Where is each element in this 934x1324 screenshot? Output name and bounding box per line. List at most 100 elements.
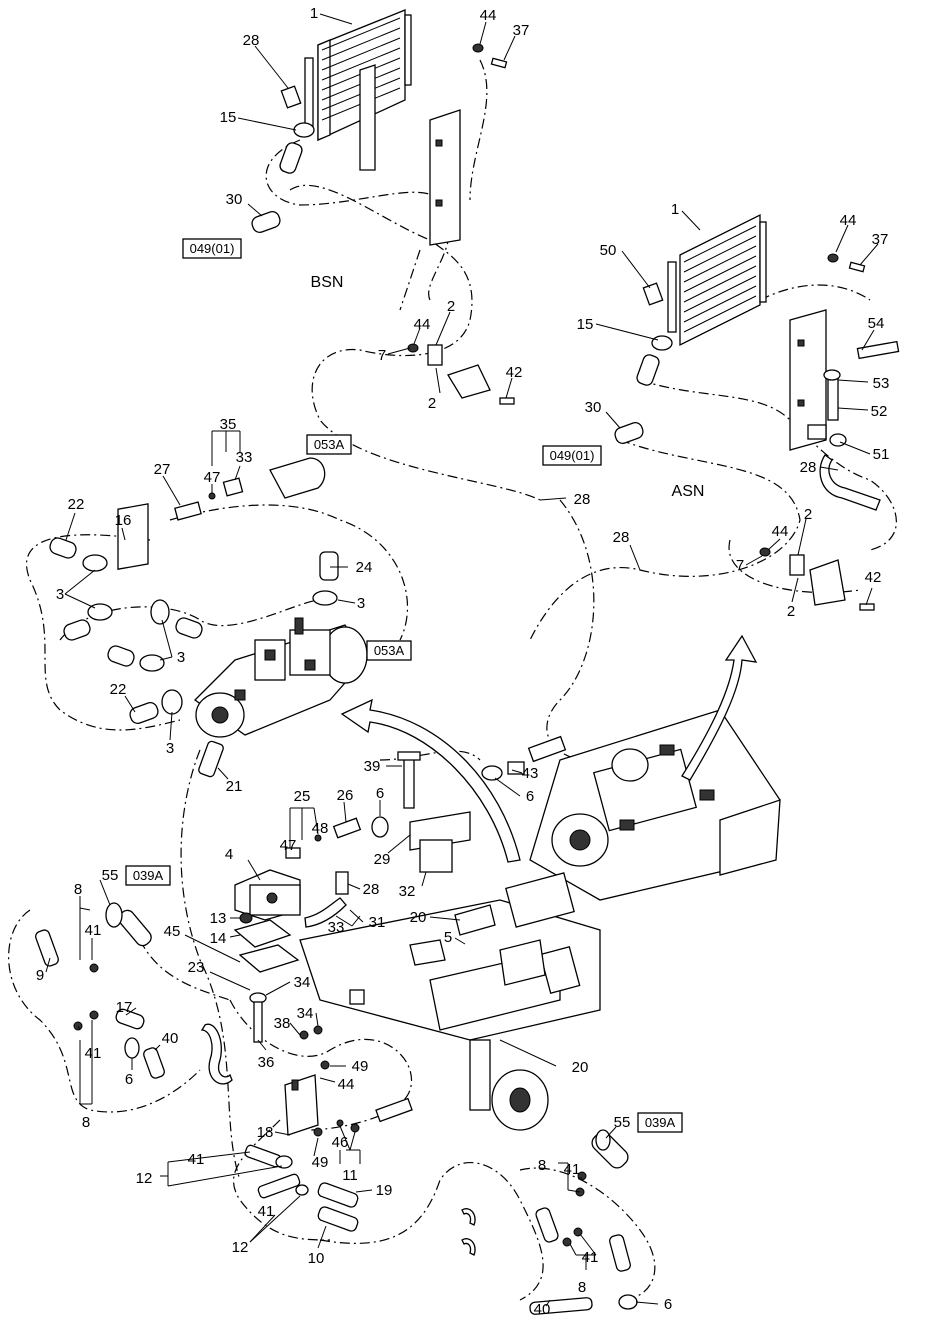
- callout: 34: [294, 974, 311, 991]
- callout: 6: [526, 788, 534, 805]
- reference-label: 039A: [645, 1115, 676, 1130]
- reference-box-039a-left: 039A: [125, 865, 171, 886]
- callout: 44: [338, 1076, 355, 1093]
- callout: 15: [577, 316, 594, 333]
- callout: 28: [613, 529, 630, 546]
- callout: 17: [116, 999, 133, 1016]
- callout: 49: [312, 1154, 329, 1171]
- callout: 40: [162, 1030, 179, 1047]
- callout: 19: [376, 1182, 393, 1199]
- callout: 54: [868, 315, 885, 332]
- callout: 24: [356, 559, 373, 576]
- callout: 6: [664, 1296, 672, 1313]
- callout: 44: [772, 523, 789, 540]
- callout: 37: [513, 22, 530, 39]
- valve-block: [244, 1025, 413, 1232]
- bsn-fittings: [251, 43, 515, 405]
- callout: 3: [56, 586, 64, 603]
- callout: 29: [374, 851, 391, 868]
- direction-arrows: [340, 634, 758, 863]
- chassis: [299, 872, 601, 1131]
- callout: 32: [399, 883, 416, 900]
- callout: 12: [232, 1239, 249, 1256]
- callout: 41: [85, 922, 102, 939]
- callout: 7: [378, 347, 386, 364]
- callout: 31: [369, 914, 386, 931]
- callout: 4: [225, 846, 233, 863]
- callout: 50: [600, 242, 617, 259]
- callout: 39: [364, 758, 381, 775]
- callout: 28: [574, 491, 591, 508]
- oil-cooler-bsn: [304, 9, 461, 246]
- callout: 2: [787, 603, 795, 620]
- callout: 1: [671, 201, 679, 218]
- callout: 22: [68, 496, 85, 513]
- callout: 6: [376, 785, 384, 802]
- lower-right-hoses: [461, 1129, 638, 1315]
- callout: 8: [538, 1157, 546, 1174]
- callout: 55: [614, 1114, 631, 1131]
- callout: 1: [310, 5, 318, 22]
- callout: 2: [447, 298, 455, 315]
- callout: 38: [274, 1015, 291, 1032]
- reference-label: 039A: [133, 868, 164, 883]
- callout: 11: [342, 1167, 358, 1184]
- callout: 41: [564, 1161, 581, 1178]
- callout: 41: [85, 1045, 102, 1062]
- callout: 20: [572, 1059, 589, 1076]
- callout: 25: [294, 788, 311, 805]
- reference-box-049-01-bsn: 049(01): [182, 238, 242, 259]
- callout: 33: [328, 919, 345, 936]
- reference-label: 053A: [314, 437, 345, 452]
- callout: 23: [188, 959, 205, 976]
- callout: 41: [188, 1151, 205, 1168]
- pump-fittings: [49, 457, 339, 724]
- callout: 44: [414, 316, 431, 333]
- reference-box-049-01-asn: 049(01): [542, 445, 602, 466]
- callout: 27: [154, 461, 171, 478]
- callout: 37: [872, 231, 889, 248]
- callout: 13: [210, 910, 227, 927]
- callout: 21: [226, 778, 243, 795]
- callout: 46: [332, 1134, 349, 1151]
- reference-label: 053A: [374, 643, 405, 658]
- callout: 3: [177, 649, 185, 666]
- callout: 41: [258, 1203, 275, 1220]
- callout: 6: [125, 1071, 133, 1088]
- mounting-hardware: [397, 735, 567, 873]
- callout: 10: [308, 1250, 325, 1267]
- callout: 33: [236, 449, 253, 466]
- section-label-asn: ASN: [672, 483, 705, 500]
- callout: 52: [871, 403, 888, 420]
- callout: 26: [337, 787, 354, 804]
- callout: 20: [410, 909, 427, 926]
- callout-numbers: 1 44 37 28 15 30 1 44 37 50 15 2 44 7 2 …: [36, 5, 890, 1318]
- callout: 18: [257, 1124, 274, 1141]
- callout: 15: [220, 109, 237, 126]
- section-label-bsn: BSN: [311, 274, 344, 291]
- callout: 8: [74, 881, 82, 898]
- reference-box-053a-top: 053A: [306, 434, 352, 455]
- callout: 42: [506, 364, 523, 381]
- callout: 12: [136, 1170, 153, 1187]
- callout: 49: [352, 1058, 369, 1075]
- callout: 34: [297, 1005, 314, 1022]
- callout: 3: [166, 740, 174, 757]
- callout: 36: [258, 1054, 275, 1071]
- callout: 16: [115, 512, 132, 529]
- oil-cooler-asn: [614, 213, 900, 611]
- callout: 30: [585, 399, 602, 416]
- callout: 7: [736, 557, 744, 574]
- callout: 45: [164, 923, 181, 940]
- callout: 8: [578, 1279, 586, 1296]
- callout: 44: [840, 212, 857, 229]
- callout: 5: [444, 929, 452, 946]
- callout: 8: [82, 1114, 90, 1131]
- callout: 28: [363, 881, 380, 898]
- callout: 28: [243, 32, 260, 49]
- callout: 42: [865, 569, 882, 586]
- callout: 47: [204, 469, 221, 486]
- callout: 48: [312, 820, 329, 837]
- callout: 35: [220, 416, 237, 433]
